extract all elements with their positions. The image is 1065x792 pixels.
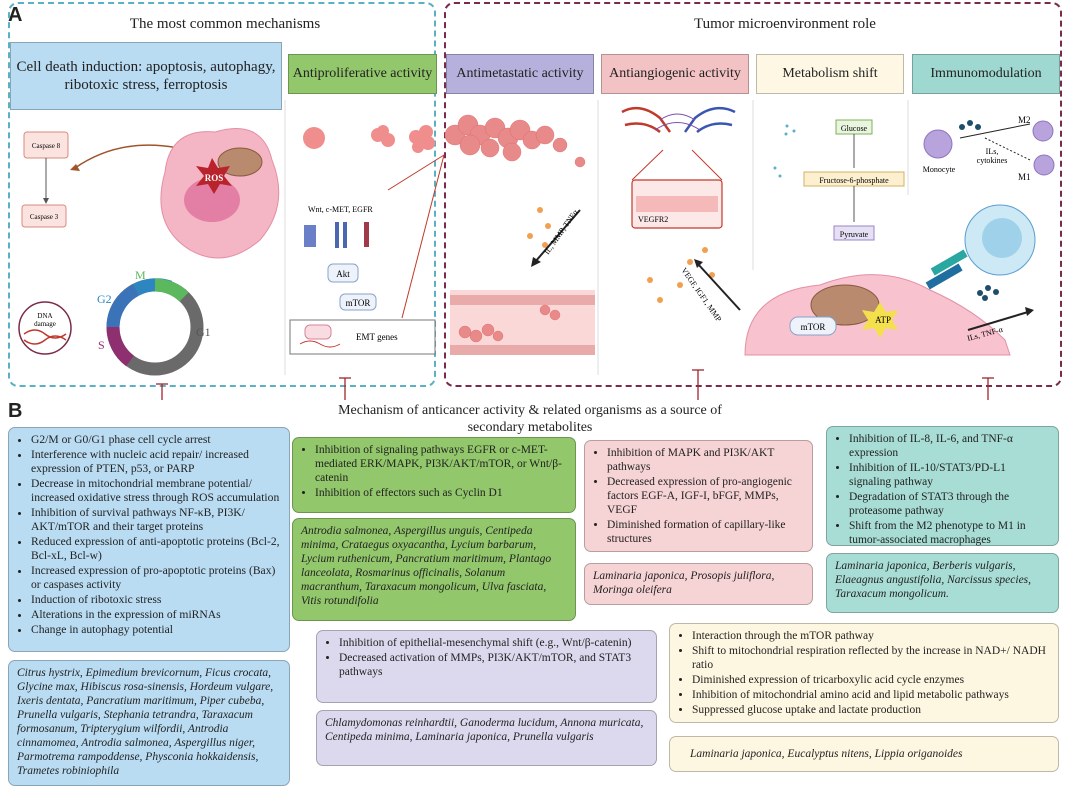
list-item: Decreased activation of MMPs, PI3K/AKT/m… [339, 651, 648, 679]
list-item: Inhibition of epithelial-mesenchymal shi… [339, 636, 648, 650]
list-item: Reduced expression of anti-apoptotic pro… [31, 535, 281, 563]
header-antiproliferative: Antiproliferative activity [288, 54, 437, 94]
list-item: Diminished formation of capillary-like s… [607, 518, 804, 546]
list-item: Interaction through the mTOR pathway [692, 629, 1050, 643]
list-item: Diminished expression of tricarboxylic a… [692, 673, 1050, 687]
receptors-label: Wnt, c-MET, EGFR [308, 205, 373, 214]
ils-cytokines-label: ILs,cytokines [977, 147, 1008, 165]
panel-connectors [156, 369, 994, 400]
list-item: Suppressed glucose uptake and lactate pr… [692, 703, 1050, 717]
list-item: Inhibition of MAPK and PI3K/AKT pathways [607, 446, 804, 474]
f6p-label: Fructose-6-phosphate [819, 176, 889, 185]
mtor-label: mTOR [346, 298, 371, 308]
header-antiangiogenic: Antiangiogenic activity [601, 54, 749, 94]
immunomodulation-mechanisms-list: Inhibition of IL-8, IL-6, and TNF-α expr… [835, 432, 1050, 547]
emt-genes-label: EMT genes [356, 332, 398, 342]
apoptotic-cell: ROS [160, 128, 280, 259]
vegf-igf-mmp-label: VEGF, IGF1, MMP [679, 266, 723, 324]
caspase-pathway: Caspase 8 Caspase 3 [21, 131, 206, 228]
caspase8-label: Caspase 8 [32, 142, 61, 150]
cell-death-mechanisms-list: G2/M or G0/G1 phase cell cycle arrest In… [17, 433, 281, 637]
m1-label: M1 [1018, 172, 1031, 182]
atp-label: ATP [875, 315, 891, 325]
list-item: Increased expression of pro-apoptotic pr… [31, 564, 281, 592]
antiproliferative-mechanisms-list: Inhibition of signaling pathways EGFR or… [301, 443, 567, 500]
tumor-cell: mTOR ATP ILs, TNF-α [744, 204, 1036, 356]
antimetastatic-organisms-box: Chlamydomonas reinhardtii, Ganoderma luc… [316, 710, 657, 766]
glucose-label: Glucose [841, 124, 868, 133]
list-item: Change in autophagy potential [31, 623, 281, 637]
pyruvate-label: Pyruvate [840, 230, 869, 239]
antiproliferative-mechanisms-box: Inhibition of signaling pathways EGFR or… [292, 437, 576, 513]
header-cell-death: Cell death induction: apoptosis, autopha… [10, 42, 282, 110]
list-item: Inhibition of IL-8, IL-6, and TNF-α expr… [849, 432, 1050, 460]
cycle-g2-label: G2 [97, 292, 112, 306]
left-mechanisms-frame [8, 2, 436, 387]
list-item: Degradation of STAT3 through the proteas… [849, 490, 1050, 518]
metabolism-mechanisms-box: Interaction through the mTOR pathway Shi… [669, 623, 1059, 723]
antimetastatic-illustration: IL, MMP, TNFα [444, 114, 595, 355]
metabolism-illustration: Glucose Fructose-6-phosphate Pyruvate [773, 119, 905, 241]
cell-death-mechanisms-box: G2/M or G0/G1 phase cell cycle arrest In… [8, 427, 290, 652]
list-item: Inhibition of survival pathways NF-κB, P… [31, 506, 281, 534]
vegfr2-label: VEGFR2 [638, 215, 668, 224]
caspase3-label: Caspase 3 [30, 213, 59, 221]
antiangiogenic-organisms-box: Laminaria japonica, Prosopis juliflora, … [584, 563, 813, 605]
immunomodulation-illustration: Monocyte ILs,cytokines M2 M1 [923, 115, 1055, 182]
list-item: Inhibition of IL-10/STAT3/PD-L1 signalin… [849, 461, 1050, 489]
cycle-g1-label: G1 [196, 325, 211, 339]
antiangiogenic-mechanisms-box: Inhibition of MAPK and PI3K/AKT pathways… [584, 440, 813, 552]
list-item: Interference with nucleic acid repair/ i… [31, 448, 281, 476]
list-item: Inhibition of effectors such as Cyclin D… [315, 486, 567, 500]
m2-label: M2 [1018, 115, 1031, 125]
header-metabolism: Metabolism shift [756, 54, 904, 94]
panel-b-title: Mechanism of anticancer activity & relat… [338, 403, 722, 435]
list-item: Decrease in mitochondrial membrane poten… [31, 477, 281, 505]
cycle-m-label: M [135, 268, 146, 282]
list-item: Induction of ribotoxic stress [31, 593, 281, 607]
list-item: Alterations in the expression of miRNAs [31, 608, 281, 622]
antiproliferative-illustration: Wnt, c-MET, EGFR Akt mTOR EMT genes [289, 125, 445, 355]
akt-label: Akt [336, 269, 350, 279]
metabolism-organisms-box: Laminaria japonica, Eucalyptus nitens, L… [669, 736, 1059, 772]
right-tumor-frame [444, 2, 1062, 387]
cell-cycle-ring: M G2 S G1 [97, 268, 211, 376]
cell-death-organisms-box: Citrus hystrix, Epimedium brevicornum, F… [8, 660, 290, 786]
list-item: Shift from the M2 phenotype to M1 in tum… [849, 519, 1050, 547]
ros-label: ROS [205, 173, 224, 183]
il-mmp-tnf-label: IL, MMP, TNFα [542, 207, 580, 256]
list-item: Inhibition of signaling pathways EGFR or… [315, 443, 567, 485]
list-item: Decreased expression of pro-angiogenic f… [607, 475, 804, 517]
right-section-title: Tumor microenvironment role [694, 16, 876, 32]
header-antimetastatic: Antimetastatic activity [446, 54, 594, 94]
antiangiogenic-mechanisms-list: Inhibition of MAPK and PI3K/AKT pathways… [593, 446, 804, 546]
panel-b-letter: B [8, 400, 23, 422]
mtor2-label: mTOR [801, 322, 826, 332]
monocyte-label: Monocyte [923, 165, 956, 174]
list-item: G2/M or G0/G1 phase cell cycle arrest [31, 433, 281, 447]
antiproliferative-organisms-box: Antrodia salmonea, Aspergillus unguis, C… [292, 518, 576, 621]
antiangiogenic-illustration: VEGFR2 VEGF, IGF1, MMP [621, 106, 741, 324]
immunomodulation-organisms-box: Laminaria japonica, Berberis vulgaris, E… [826, 553, 1059, 613]
list-item: Inhibition of mitochondrial amino acid a… [692, 688, 1050, 702]
cycle-s-label: S [98, 338, 105, 352]
left-section-title: The most common mechanisms [129, 16, 321, 32]
immunomodulation-mechanisms-box: Inhibition of IL-8, IL-6, and TNF-α expr… [826, 426, 1059, 546]
antimetastatic-mechanisms-list: Inhibition of epithelial-mesenchymal shi… [325, 636, 648, 679]
metabolism-mechanisms-list: Interaction through the mTOR pathway Shi… [678, 629, 1050, 717]
antimetastatic-mechanisms-box: Inhibition of epithelial-mesenchymal shi… [316, 630, 657, 703]
header-immunomodulation: Immunomodulation [912, 54, 1060, 94]
list-item: Shift to mitochondrial respiration refle… [692, 644, 1050, 672]
